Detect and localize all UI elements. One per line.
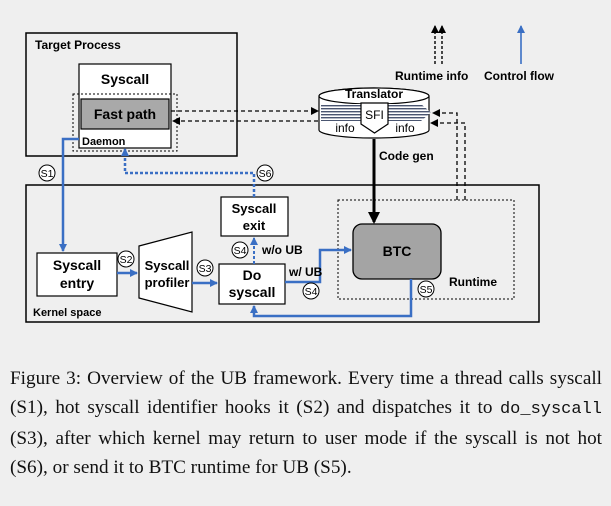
step-s4-label-b: S4 [305,286,318,298]
s4-w-ub-arrow [285,246,352,284]
runtime-label: Runtime [449,275,497,289]
btc-box [352,223,442,280]
step-s1: S1 [38,164,56,182]
target-process: Target Process Syscall Fast path Daemon [25,32,238,157]
syscall-profiler-shape [138,231,193,313]
figure-caption: Figure 3: Overview of the UB framework. … [10,364,602,482]
runtime-to-translator-arrow-a [432,109,458,200]
syscall-entry-label-1: Syscall [53,257,101,273]
step-s6: S6 [256,164,274,182]
syscall-exit-label-2: exit [243,218,266,233]
kernel-space-box [25,184,540,323]
kernel-space: Kernel space Syscall entry Syscall profi… [25,184,540,323]
step-s3: S3 [196,259,214,277]
caption-text-2: (S3), after which kernel may return to u… [10,428,602,478]
runtime-info-links [171,107,466,200]
fast-path-label: Fast path [94,106,156,122]
step-s5-label: S5 [420,284,433,296]
caption-code: do_syscall [499,400,602,419]
step-s1-label: S1 [41,168,54,180]
caption-text-1: Figure 3: Overview of the UB framework. … [10,368,602,418]
step-s4-label-a: S4 [234,245,247,257]
step-s6-label: S6 [259,168,272,180]
syscall-label: Syscall [101,71,149,87]
syscall-profiler-label-1: Syscall [145,258,190,273]
btc-label: BTC [383,243,412,259]
daemon-label: Daemon [82,136,126,148]
do-syscall-box [218,263,286,305]
code-gen-label: Code gen [379,149,434,163]
target-process-box [25,32,238,157]
framework-diagram: Runtime info Control flow Target Process… [25,25,555,323]
runtime-to-translator-arrow-b [430,119,466,200]
do-syscall-label-2: syscall [229,284,276,300]
s5-return-arrow [250,279,413,318]
step-markers: S1 S2 S3 S4 S4 S5 S6 [38,164,435,300]
fast-path-box [80,98,170,130]
step-s5: S5 [417,280,435,298]
translator-stripes-right [383,104,431,121]
syscall-entry-label-2: entry [60,275,94,291]
target-process-title: Target Process [35,38,121,52]
step-s4-w-ub: S4 [302,282,320,300]
step-s2: S2 [117,250,135,268]
translator-title: Translator [345,87,403,101]
syscall-profiler-label-2: profiler [145,275,190,290]
legend: Runtime info Control flow [395,25,555,83]
kernel-space-label: Kernel space [33,307,101,319]
translator-stripes-left [321,104,365,121]
sfi-label: SFI [365,108,384,122]
step-s3-label: S3 [199,263,212,275]
translator-info-left: info [335,121,355,135]
syscall-exit-label-1: Syscall [232,201,277,216]
syscall-entry-box [36,252,118,297]
wo-ub-label: w/o UB [261,243,303,257]
do-syscall-label-1: Do [243,267,262,283]
s6-exit-arrow [121,148,256,197]
w-ub-label: w/ UB [288,265,323,279]
step-s2-label: S2 [120,254,133,266]
translator: Translator SFI info info Code gen [318,87,434,163]
legend-control-flow-label: Control flow [484,69,555,83]
s1-flow-arrow [59,137,79,252]
legend-runtime-info-label: Runtime info [395,69,468,83]
sfi-shape [360,102,389,134]
control-flow [59,137,413,318]
step-s4-wo-ub: S4 [231,241,249,259]
translator-info-right: info [395,121,415,135]
